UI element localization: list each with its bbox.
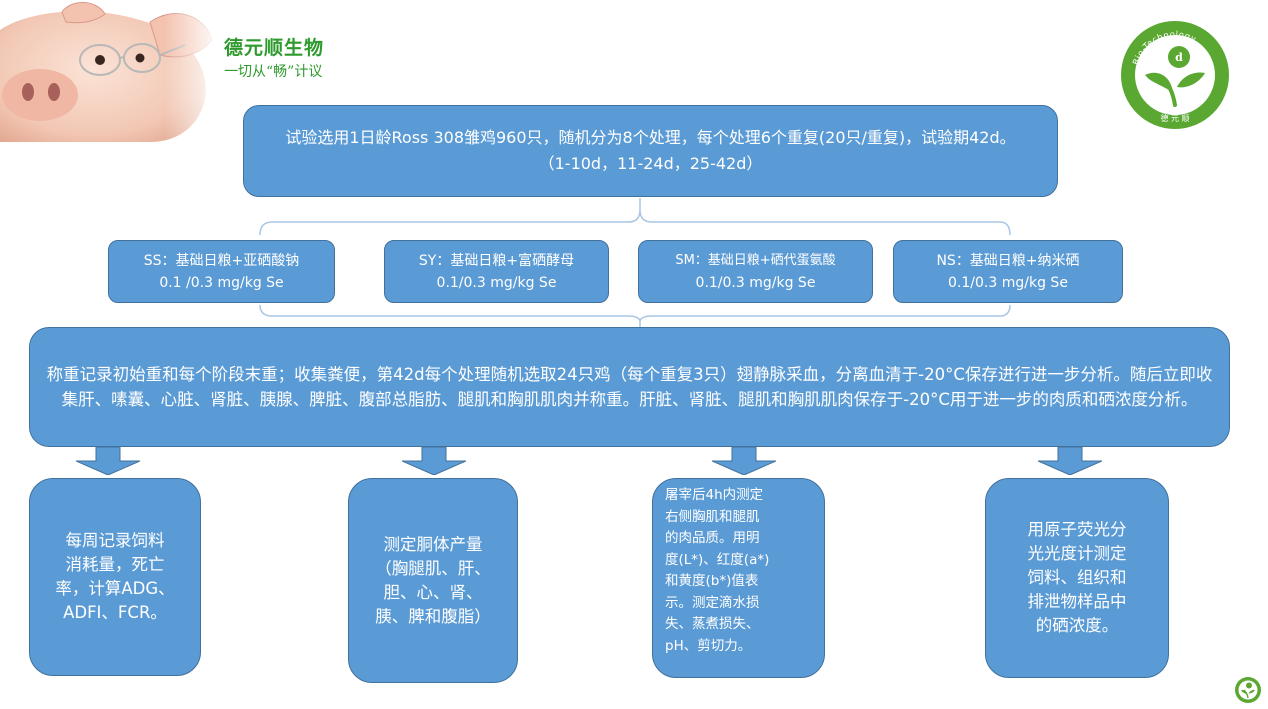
- small-logo-icon: [1235, 677, 1261, 703]
- treatment-dose: 0.1/0.3 mg/kg Se: [436, 274, 557, 291]
- treatment-box-ns: NS：基础日粮+纳米硒 0.1/0.3 mg/kg Se: [893, 240, 1123, 303]
- sampling-procedure-text: 称重记录初始重和每个阶段末重；收集粪便，第42d每个处理随机选取24只鸡（每个重…: [46, 365, 1213, 409]
- outcome-box-growth: 每周记录饲料 消耗量，死亡 率，计算ADG、 ADFI、FCR。: [29, 478, 201, 676]
- outcome-box-carcass: 测定胴体产量 （胸腿肌、肝、 胆、心、肾、 胰、脾和腹脂）: [348, 478, 518, 683]
- pig-with-glasses-image: [0, 0, 220, 142]
- treatment-label: SY：基础日粮+富硒酵母: [418, 252, 575, 269]
- treatment-dose: 0.1 /0.3 mg/kg Se: [159, 274, 284, 291]
- study-design-box: 试验选用1日龄Ross 308雏鸡960只，随机分为8个处理，每个处理6个重复(…: [243, 105, 1058, 197]
- brand-name: 德元顺生物: [224, 37, 325, 59]
- treatment-label: SM：基础日粮+硒代蛋氨酸: [675, 252, 836, 268]
- down-arrow-icon: [1038, 447, 1102, 475]
- treatment-label: SS：基础日粮+亚硒酸钠: [143, 252, 300, 269]
- svg-text:d: d: [1175, 51, 1183, 64]
- outcome-box-selenium: 用原子荧光分 光光度计测定 饲料、组织和 排泄物样品中 的硒浓度。: [985, 478, 1169, 678]
- treatment-box-sm: SM：基础日粮+硒代蛋氨酸 0.1/0.3 mg/kg Se: [638, 240, 873, 303]
- down-arrow-icon: [712, 447, 776, 475]
- brand-slogan: 一切从“畅”计议: [224, 64, 323, 80]
- treatment-dose: 0.1/0.3 mg/kg Se: [948, 274, 1068, 291]
- outcome-text: 屠宰后4h内测定 右侧胸肌和腿肌 的肉品质。用明 度(L*)、红度(a*) 和黄…: [665, 487, 770, 654]
- outcome-text: 用原子荧光分 光光度计测定 饲料、组织和 排泄物样品中 的硒浓度。: [1027, 520, 1127, 635]
- sampling-procedure-box: 称重记录初始重和每个阶段末重；收集粪便，第42d每个处理随机选取24只鸡（每个重…: [29, 327, 1230, 447]
- company-logo: Bio-Technology d 德 元 顺: [1119, 19, 1231, 131]
- treatment-label: NS：基础日粮+纳米硒: [936, 252, 1080, 269]
- study-design-text: 试验选用1日龄Ross 308雏鸡960只，随机分为8个处理，每个处理6个重复(…: [285, 128, 1016, 173]
- down-arrow-icon: [402, 447, 466, 475]
- outcome-text: 每周记录饲料 消耗量，死亡 率，计算ADG、 ADFI、FCR。: [55, 531, 175, 622]
- outcome-text: 测定胴体产量 （胸腿肌、肝、 胆、心、肾、 胰、脾和腹脂）: [375, 534, 491, 626]
- logo-bottom-text: 德 元 顺: [1160, 113, 1189, 123]
- outcome-box-meat-quality: 屠宰后4h内测定 右侧胸肌和腿肌 的肉品质。用明 度(L*)、红度(a*) 和黄…: [652, 478, 825, 678]
- treatment-box-sy: SY：基础日粮+富硒酵母 0.1/0.3 mg/kg Se: [384, 240, 609, 303]
- treatment-dose: 0.1/0.3 mg/kg Se: [695, 274, 816, 291]
- treatment-box-ss: SS：基础日粮+亚硒酸钠 0.1 /0.3 mg/kg Se: [108, 240, 335, 303]
- down-arrow-icon: [76, 447, 140, 475]
